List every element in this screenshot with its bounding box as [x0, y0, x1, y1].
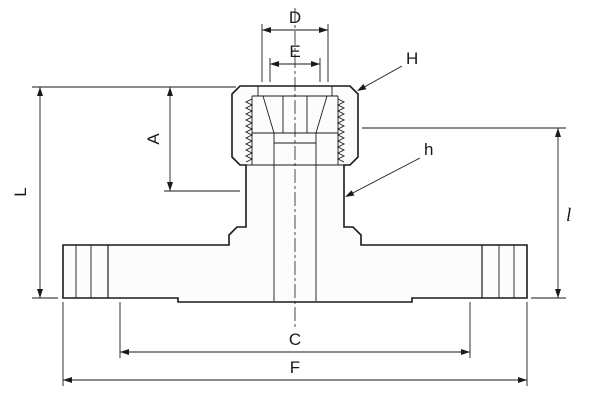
ferrule-taper-left: [262, 95, 275, 134]
dim-label-F: F: [290, 358, 300, 377]
leader-line: [346, 157, 421, 197]
leader-h: h: [345, 140, 433, 197]
dim-label-l: l: [566, 205, 571, 226]
dim-label-E: E: [289, 42, 300, 61]
dimension-F: F: [62, 302, 528, 386]
arrowhead: [120, 349, 129, 355]
arrowhead: [518, 377, 527, 383]
arrowhead: [37, 87, 43, 96]
arrowhead: [461, 349, 470, 355]
leader-line: [358, 65, 403, 91]
dim-label-h: h: [424, 140, 433, 159]
arrowhead: [262, 27, 271, 33]
dim-label-L: L: [11, 187, 30, 196]
arrowhead: [319, 27, 328, 33]
dimension-L: L: [11, 86, 236, 299]
dimension-l: l: [362, 127, 571, 299]
arrowhead: [167, 87, 173, 96]
arrowhead: [37, 289, 43, 298]
arrowhead: [345, 190, 355, 197]
ferrule-taper-right: [315, 95, 328, 134]
thread-lines-right: [336, 98, 346, 163]
arrowhead: [63, 377, 72, 383]
thread-lines-left: [244, 98, 254, 163]
dim-label-A: A: [144, 133, 163, 145]
arrowhead: [167, 182, 173, 191]
arrowhead: [270, 61, 279, 67]
arrowhead: [555, 128, 561, 137]
dim-label-H: H: [406, 49, 418, 68]
leader-H: H: [357, 49, 418, 91]
dim-label-C: C: [289, 330, 301, 349]
dimension-E: E: [269, 42, 321, 82]
dimension-A: A: [144, 87, 240, 192]
arrowhead: [357, 84, 367, 91]
dim-label-D: D: [289, 8, 301, 27]
arrowhead: [555, 289, 561, 298]
arrowhead: [311, 61, 320, 67]
dimension-C: C: [119, 302, 471, 358]
dimension-D: D: [261, 8, 329, 82]
